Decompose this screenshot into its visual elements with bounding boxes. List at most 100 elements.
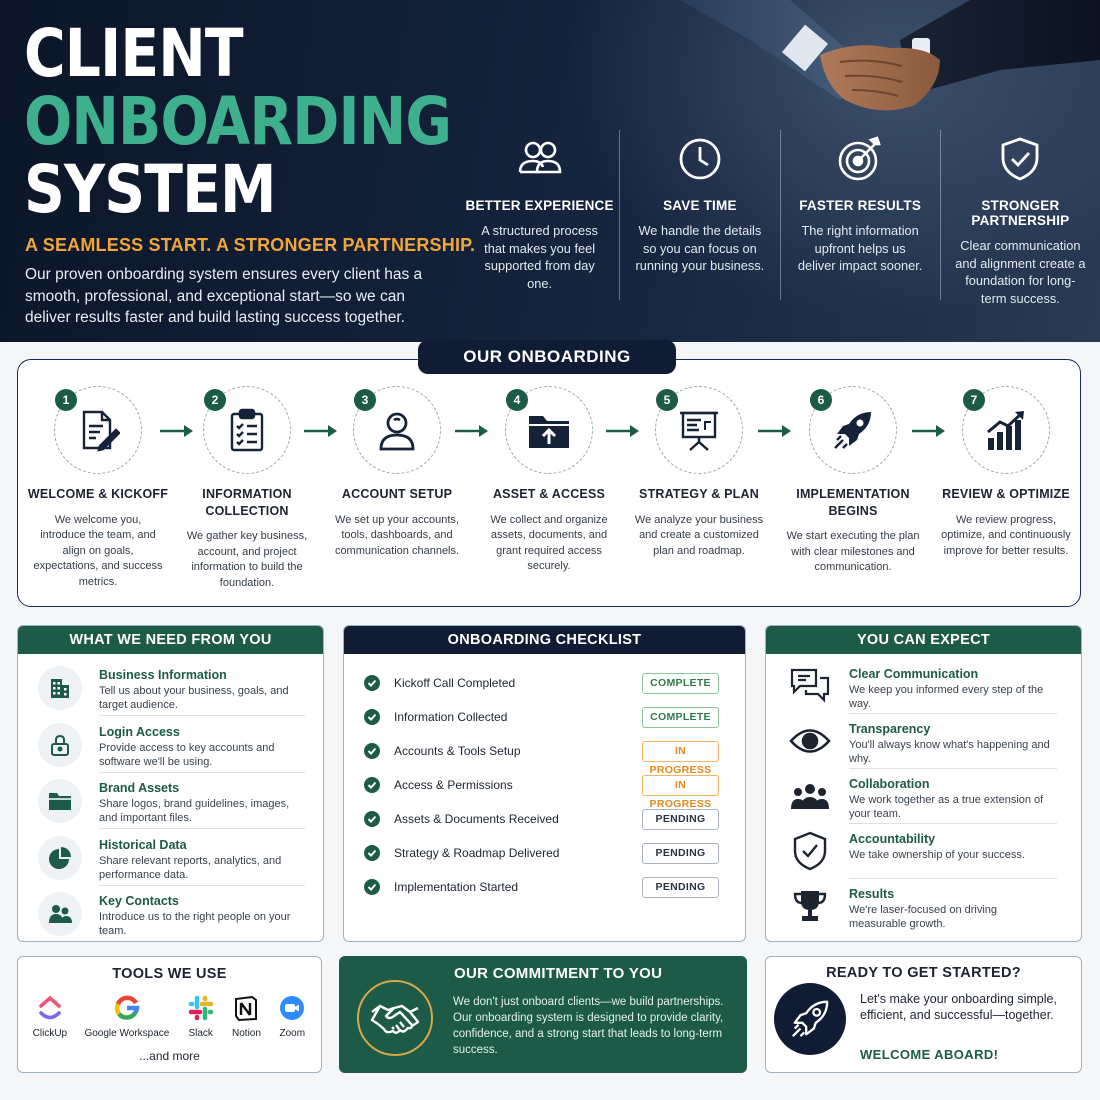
- zoom-icon: [280, 996, 305, 1020]
- step-text: We welcome you, introduce the team, and …: [33, 513, 163, 588]
- handshake-image: [680, 0, 1100, 111]
- benefit-text: A structured process that makes you feel…: [481, 223, 598, 291]
- shield-check-icon: [1001, 137, 1039, 181]
- expect-item-title: Accountability: [849, 832, 936, 846]
- checklist-row-information: Information Collected COMPLETE: [344, 700, 745, 734]
- benefit-title: BETTER EXPERIENCE: [465, 198, 614, 213]
- journey-step-2: 2 INFORMATION COLLECTION We gather key b…: [172, 386, 322, 591]
- clock-icon: [679, 138, 721, 180]
- arrow-right-icon: [606, 425, 639, 437]
- eye-icon: [789, 729, 831, 753]
- need-item-text: Brand Assets Share logos, brand guidelin…: [99, 777, 305, 829]
- benefit-text: We handle the details so you can focus o…: [635, 223, 765, 273]
- expect-item-text: Transparency You'll always know what's h…: [849, 719, 1057, 769]
- tool-logo: [113, 994, 141, 1022]
- hero-title-line2: ONBOARDING: [24, 83, 452, 160]
- tool-name: ClickUp: [32, 1028, 68, 1039]
- need-item-title: Historical Data: [99, 837, 187, 852]
- step-title: IMPLEMENTATION BEGINS: [796, 487, 910, 518]
- checklist-item-label: Kickoff Call Completed: [394, 676, 516, 690]
- step-icon-circle: 7: [962, 386, 1050, 474]
- arrow-right-icon: [160, 425, 193, 437]
- benefit-save-time: SAVE TIME We handle the details so you c…: [619, 130, 779, 300]
- need-item-business-information: Business Information Tell us about your …: [18, 664, 323, 721]
- team-icon: [791, 784, 829, 809]
- step-icon-circle: 4: [505, 386, 593, 474]
- ready-card: READY TO GET STARTED? Let's make your on…: [765, 956, 1082, 1073]
- needs-list: Business Information Tell us about your …: [18, 654, 323, 941]
- expect-item-transparency: Transparency You'll always know what's h…: [766, 719, 1081, 774]
- lock-icon: [51, 734, 69, 756]
- step-icon-circle: 6: [809, 386, 897, 474]
- expect-item-results: Results We're laser-focused on driving m…: [766, 884, 1081, 939]
- handshake-icon: [370, 1004, 420, 1034]
- arrow-right-icon: [455, 425, 488, 437]
- need-item-text: Historical Data Share relevant reports, …: [99, 834, 305, 886]
- arrow-right-icon: [758, 425, 791, 437]
- step-number: 3: [354, 389, 376, 411]
- need-item-description: Share relevant reports, analytics, and p…: [99, 854, 282, 881]
- journey-title: OUR ONBOARDING JOURNEY: [418, 340, 676, 400]
- need-item-description: Provide access to key accounts and softw…: [99, 741, 275, 768]
- journey-step-4: 4 ASSET & ACCESS We collect and organize…: [474, 386, 624, 575]
- commitment-icon-ring: [357, 980, 433, 1056]
- benefit-text: Clear communication and alignment create…: [955, 238, 1086, 306]
- need-item-title: Business Information: [99, 668, 227, 682]
- icon-holder: [788, 829, 832, 873]
- checklist-title: ONBOARDING CHECKLIST: [344, 626, 745, 654]
- expect-list: Clear Communication We keep you informed…: [766, 654, 1081, 939]
- tool-name: Google Workspace: [84, 1028, 170, 1039]
- journey-step-3: 3 ACCOUNT SETUP We set up your accounts,…: [322, 386, 472, 559]
- tool-name: Zoom: [279, 1028, 306, 1039]
- hero-title: CLIENT ONBOARDING SYSTEM: [24, 15, 452, 224]
- need-item-text: Login Access Provide access to key accou…: [99, 721, 305, 773]
- icon-holder: [788, 884, 832, 928]
- need-item-description: Introduce us to the right people on your…: [99, 911, 291, 937]
- step-title: WELCOME & KICKOFF: [27, 487, 169, 501]
- hero-description: Our proven onboarding system ensures eve…: [25, 266, 423, 326]
- status-badge: PENDING: [642, 842, 719, 864]
- need-item-login-access: Login Access Provide access to key accou…: [18, 721, 323, 778]
- need-item-historical-data: Historical Data Share relevant reports, …: [18, 834, 323, 891]
- benefit-stronger-partnership: STRONGER PARTNERSHIP Clear communication…: [939, 130, 1100, 306]
- checklist-item-label: Strategy & Roadmap Delivered: [394, 846, 560, 860]
- checklist-item-label: Accounts & Tools Setup: [394, 744, 521, 758]
- tool-google-workspace: Google Workspace: [84, 994, 169, 1039]
- welcome-aboard-cta: WELCOME ABOARD!: [860, 1047, 999, 1062]
- step-text: We start executing the plan with clear m…: [786, 530, 920, 574]
- ready-text: Let's make your onboarding simple, effic…: [860, 992, 1057, 1022]
- check-circle-icon: [364, 709, 380, 725]
- need-item-title: Key Contacts: [99, 894, 179, 908]
- benefit-text: The right information upfront helps us d…: [797, 223, 923, 273]
- folder-icon: [49, 793, 71, 810]
- step-number: 5: [656, 389, 678, 411]
- need-item-title: Brand Assets: [99, 781, 180, 795]
- icon-circle: [38, 892, 82, 936]
- hero-title-line1: CLIENT: [24, 15, 244, 92]
- checklist-row-assets: Assets & Documents Received PENDING: [344, 802, 745, 836]
- notion-icon: [235, 995, 258, 1021]
- need-item-key-contacts: Key Contacts Introduce us to the right p…: [18, 890, 323, 941]
- expect-item-title: Results: [849, 887, 895, 901]
- check-circle-icon: [364, 675, 380, 691]
- benefit-faster-results: FASTER RESULTS The right information upf…: [779, 130, 940, 300]
- status-badge: IN PROGRESS: [642, 740, 719, 776]
- need-item-description: Tell us about your business, goals, and …: [99, 685, 289, 711]
- checklist-row-access: Access & Permissions IN PROGRESS: [344, 768, 745, 810]
- journey-step-1: 1 WELCOME & KICKOFF We welcome you, intr…: [23, 386, 173, 590]
- checklist-card: ONBOARDING CHECKLIST Kickoff Call Comple…: [343, 625, 746, 942]
- expect-item-description: We take ownership of your success.: [849, 849, 1025, 861]
- commitment-text: We don't just onboard clients—we build p…: [453, 996, 724, 1056]
- benefit-better-experience: BETTER EXPERIENCE A structured process t…: [460, 130, 619, 300]
- contacts-icon: [49, 905, 72, 923]
- check-circle-icon: [364, 743, 380, 759]
- expect-item-text: Clear Communication We keep you informed…: [849, 664, 1057, 714]
- tools-row: ClickUp Google Workspace: [18, 982, 321, 1039]
- icon-holder: [788, 664, 832, 708]
- tools-more: ...and more: [139, 1049, 200, 1063]
- needs-title: WHAT WE NEED FROM YOU: [18, 626, 323, 654]
- step-title: ASSET & ACCESS: [492, 487, 606, 501]
- step-text: We set up your accounts, tools, dashboar…: [334, 513, 460, 557]
- step-title: STRATEGY & PLAN: [639, 487, 759, 501]
- step-icon-circle: 2: [203, 386, 291, 474]
